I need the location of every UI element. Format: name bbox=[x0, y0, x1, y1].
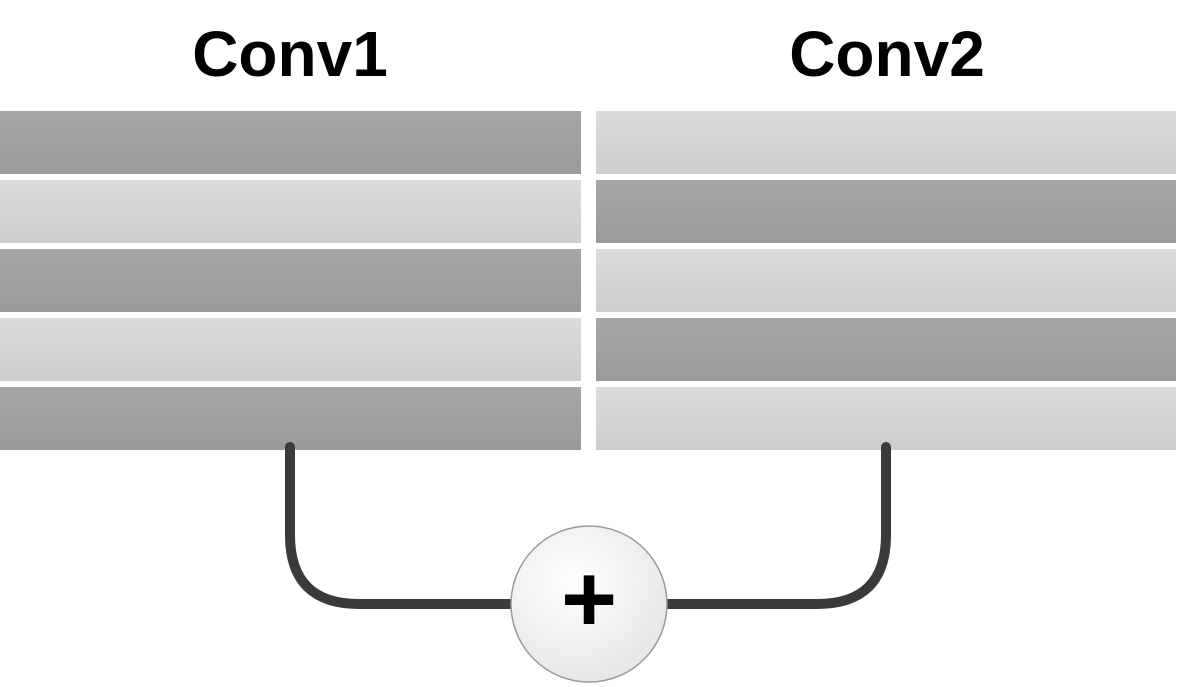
conv2-channel-bar bbox=[596, 387, 1176, 450]
conv2-channel-bar bbox=[596, 249, 1176, 312]
left-connector-line bbox=[285, 442, 516, 609]
conv2-channel-bar bbox=[596, 318, 1176, 381]
conv1-channel-bar bbox=[0, 318, 581, 381]
conv1-channel-bar bbox=[0, 249, 581, 312]
conv1-channel-bar bbox=[0, 387, 581, 450]
conv2-channel-bar bbox=[596, 180, 1176, 243]
conv1-channel-bar bbox=[0, 111, 581, 174]
conv2-title: Conv2 bbox=[789, 18, 985, 90]
conv2-channel-bar bbox=[596, 111, 1176, 174]
right-connector-line bbox=[663, 442, 891, 609]
conv1-channel-bar bbox=[0, 180, 581, 243]
sum-node: + bbox=[510, 525, 668, 683]
plus-icon: + bbox=[561, 545, 617, 652]
conv1-title: Conv1 bbox=[192, 18, 388, 90]
